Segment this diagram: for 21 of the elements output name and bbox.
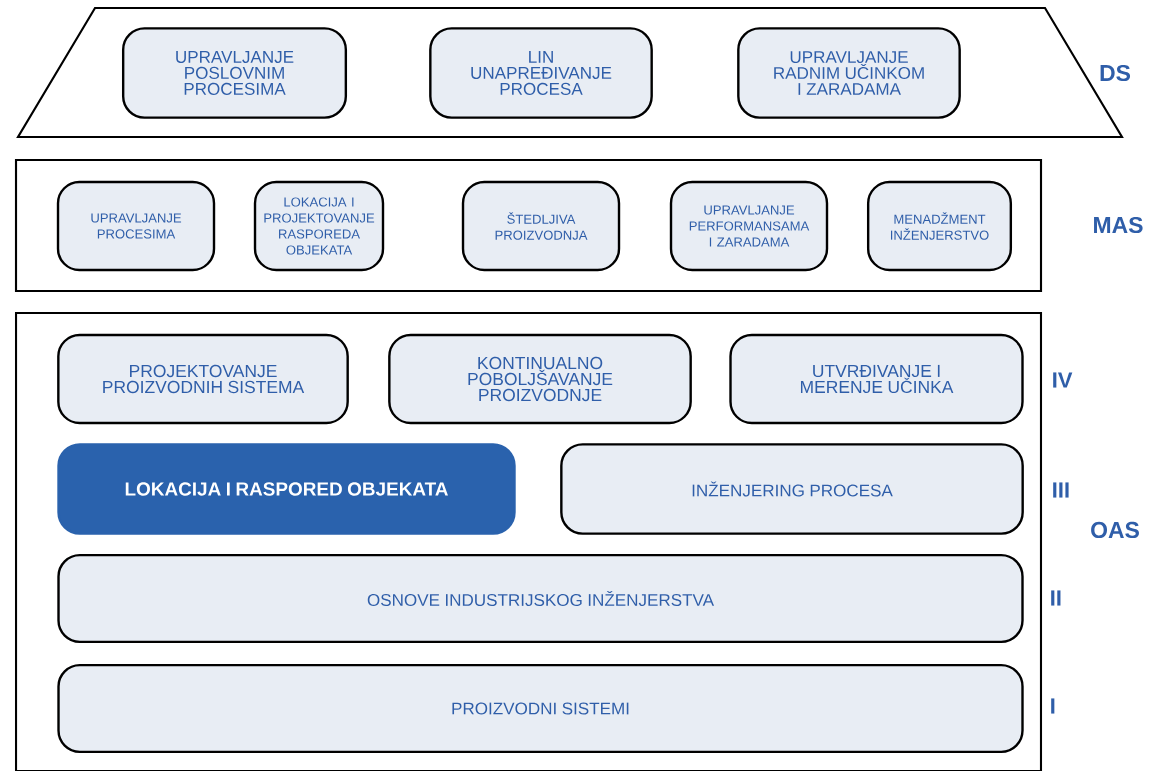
process-box: ŠTEDLJIVA PROIZVODNJA — [461, 180, 621, 272]
level-numeral: III — [1053, 482, 1069, 498]
process-box: LIN UNAPREĐIVANJE PROCESA — [429, 27, 653, 119]
process-box: UPRAVLJANJE PROCESIMA — [56, 180, 216, 272]
process-box: KONTINUALNO POBOLJŠAVANJE PROIZVODNJE — [388, 333, 692, 425]
process-box: INŽENJERING PROCESA — [560, 443, 1024, 535]
process-box: UPRAVLJANJE PERFORMANSAMA I ZARADAMA — [669, 180, 829, 272]
node-label: OAS — [1091, 521, 1139, 539]
level-numeral: I — [1051, 698, 1055, 714]
process-box: MENADŽMENT INŽENJERSTVO — [866, 180, 1013, 272]
process-box: UTVRĐIVANJE I MERENJE UČINKA — [729, 333, 1024, 425]
process-box: OSNOVE INDUSTRIJSKOG INŽENJERSTVA — [57, 553, 1024, 644]
process-box: UPRAVLJANJE POSLOVNIM PROCESIMA — [122, 27, 348, 119]
process-box: LOKACIJA I PROJEKTOVANJE RASPOREDA OBJEKATA — [253, 180, 385, 272]
process-box: PROJEKTOVANJE PROIZVODNIH SISTEMA — [57, 333, 349, 425]
node-label: MAS — [1094, 216, 1143, 234]
level-numeral: II — [1051, 590, 1061, 606]
process-box: LOKACIJA I RASPORED OBJEKATA — [57, 443, 516, 535]
level-numeral: IV — [1053, 372, 1073, 388]
process-box: UPRAVLJANJE RADNIM UČINKOM I ZARADAMA — [737, 27, 961, 119]
process-box: PROIZVODNI SISTEMI — [57, 663, 1024, 754]
